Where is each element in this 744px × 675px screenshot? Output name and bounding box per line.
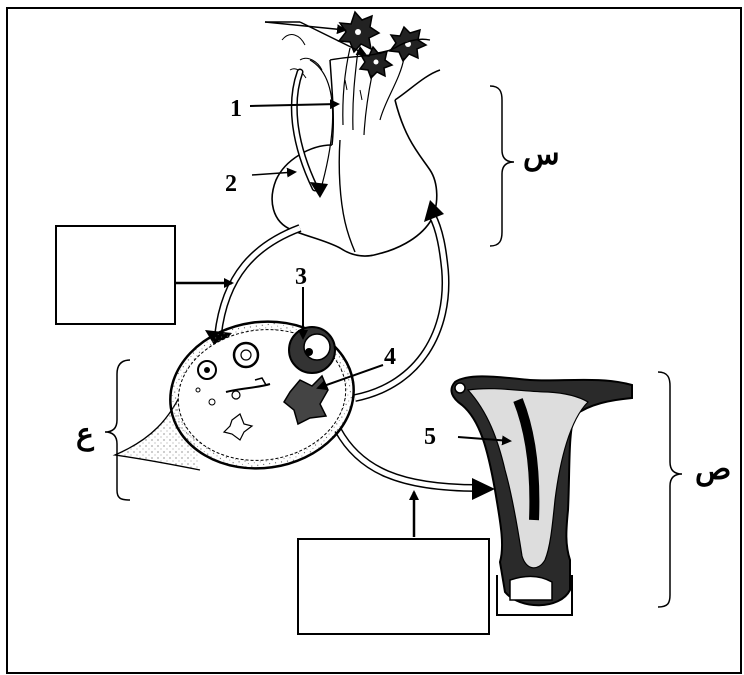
label-5: 5 bbox=[424, 425, 436, 449]
label-2: 2 bbox=[225, 172, 237, 196]
label-ain-ovary: ع bbox=[76, 420, 94, 450]
label-3: 3 bbox=[295, 265, 307, 289]
label-4: 4 bbox=[384, 345, 396, 369]
label-sin-pituitary: س bbox=[523, 140, 560, 170]
arrow-2 bbox=[252, 172, 295, 175]
arrow-1 bbox=[250, 104, 338, 106]
brace-ain bbox=[105, 360, 130, 500]
bottom-answer-box[interactable] bbox=[297, 538, 490, 635]
label-sad-uterus: ص bbox=[695, 455, 731, 485]
label-1: 1 bbox=[230, 97, 242, 121]
brace-sin bbox=[490, 86, 514, 246]
brace-sad bbox=[658, 372, 682, 607]
hypothalamus-neurons bbox=[265, 12, 426, 135]
ovary bbox=[115, 310, 363, 480]
left-answer-box[interactable] bbox=[55, 225, 176, 325]
